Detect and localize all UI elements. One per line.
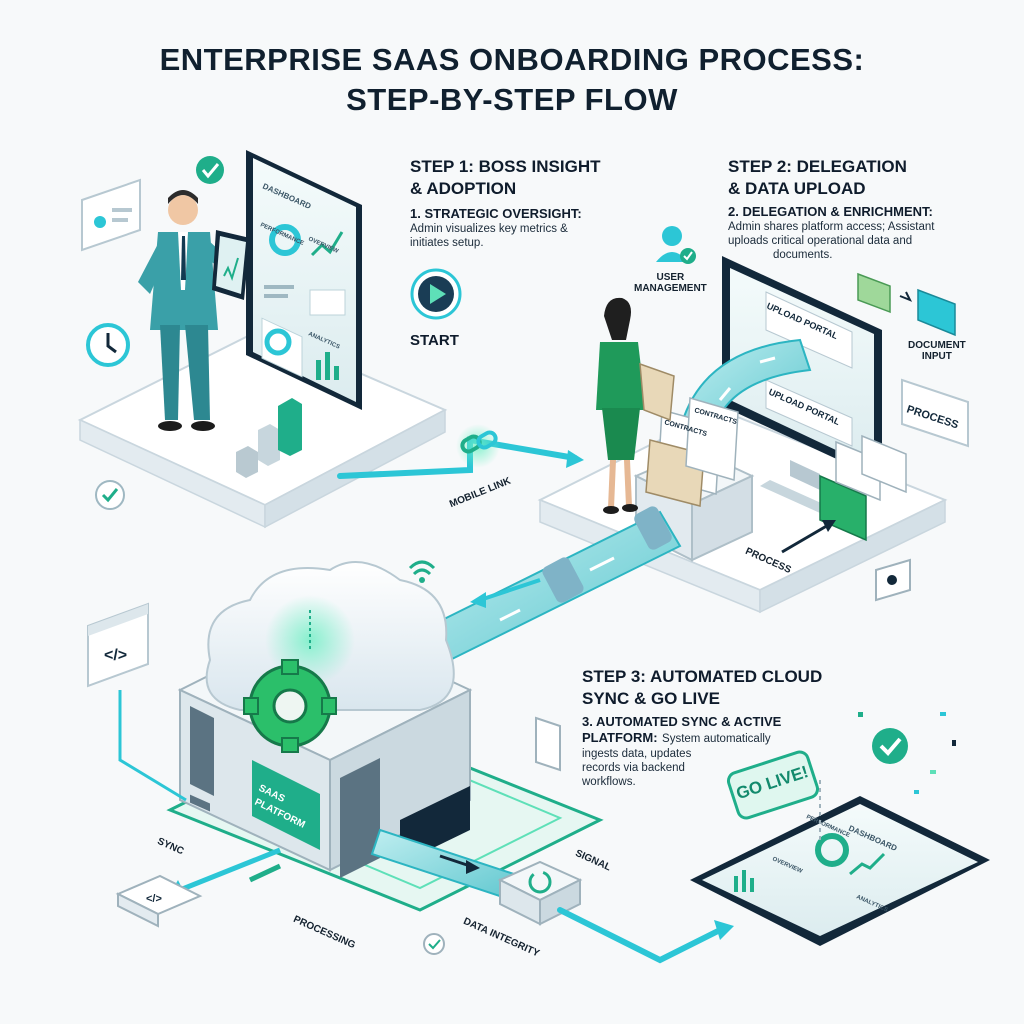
code-icon — [115, 874, 203, 928]
step2-desc-line-1: Admin shares platform access; Assistant — [728, 221, 935, 233]
step2-desc-line-2: uploads critical operational data and — [728, 235, 913, 247]
user-management-icon — [656, 226, 696, 264]
title-line-1: ENTERPRISE SAAS ONBOARDING PROCESS: — [159, 42, 865, 77]
step1-desc: Admin visualizes key metrics & initiates… — [410, 222, 568, 250]
step1-sub: 1. STRATEGIC OVERSIGHT: — [410, 206, 582, 221]
step2-heading-line-2: & DATA UPLOAD — [728, 179, 866, 198]
step2-sub: 2. DELEGATION & ENRICHMENT: — [728, 204, 933, 219]
step1-desc-line-2: initiates setup. — [410, 237, 484, 249]
check-small-icon-2 — [423, 933, 445, 955]
cloud-icon — [205, 561, 455, 711]
user-management-label-line-1: USER — [656, 272, 685, 283]
folder-icon — [857, 272, 956, 337]
play-icon[interactable] — [410, 268, 462, 320]
wifi-icon — [408, 560, 436, 583]
document-input-label: DOCUMENT INPUT — [908, 340, 966, 362]
go-live-arrow — [557, 907, 734, 964]
step3-desc-line-1: System automatically — [662, 733, 771, 745]
code-window-symbol: </> — [104, 647, 127, 664]
document-input-label-line-1: DOCUMENT — [908, 340, 966, 351]
go-live-check-icon — [872, 728, 908, 764]
page-title: ENTERPRISE SAAS ONBOARDING PROCESS: STEP… — [0, 40, 1024, 120]
step2-desc: Admin shares platform access; Assistant … — [728, 220, 1018, 262]
step2-heading: STEP 2: DELEGATION & DATA UPLOAD — [728, 156, 907, 200]
phone — [690, 796, 990, 946]
step2-desc-line-3: documents. — [773, 249, 833, 261]
step3-heading-line-2: SYNC & GO LIVE — [582, 689, 720, 708]
step2-heading-line-1: STEP 2: DELEGATION — [728, 157, 907, 176]
user-card-icon — [81, 178, 141, 252]
process-sign — [901, 378, 969, 448]
code-window-icon — [87, 602, 149, 688]
boss-figure — [138, 190, 250, 431]
confetti — [858, 712, 956, 794]
process-arrow — [781, 520, 836, 554]
user-management-label: USER MANAGEMENT — [634, 272, 707, 294]
step3-heading-line-1: STEP 3: AUTOMATED CLOUD — [582, 667, 823, 686]
server-block — [177, 618, 473, 878]
user-badge-icon — [875, 558, 911, 602]
step3-sub-line-1: 3. AUTOMATED SYNC & ACTIVE — [582, 714, 782, 729]
gear-icon — [243, 659, 337, 753]
check-small-icon — [95, 480, 125, 510]
step3-body: 3. AUTOMATED SYNC & ACTIVE PLATFORM: Sys… — [582, 714, 822, 789]
step3-heading: STEP 3: AUTOMATED CLOUD SYNC & GO LIVE — [582, 666, 822, 710]
clipboard-icon — [535, 716, 561, 772]
chain-link-icon — [456, 424, 500, 468]
step1-desc-line-1: Admin visualizes key metrics & — [410, 223, 568, 235]
refresh-icon — [497, 860, 583, 926]
document-input-label-line-2: INPUT — [921, 351, 952, 362]
clock-icon — [86, 323, 130, 367]
step1-heading: STEP 1: BOSS INSIGHT & ADOPTION — [410, 156, 601, 200]
user-management-label-line-2: MANAGEMENT — [634, 283, 707, 294]
step1-heading-line-1: STEP 1: BOSS INSIGHT — [410, 157, 601, 176]
code-connector — [118, 690, 187, 802]
step3-desc-line-3: records via backend — [582, 762, 685, 774]
step3-desc-line-2: ingests data, updates — [582, 748, 692, 760]
code-icon-symbol: </> — [146, 893, 162, 905]
title-line-2: STEP-BY-STEP FLOW — [346, 82, 678, 117]
check-icon — [196, 156, 224, 184]
start-label[interactable]: START — [410, 332, 459, 349]
big-tablet — [246, 150, 362, 410]
step1-heading-line-2: & ADOPTION — [410, 179, 517, 198]
bar-blocks — [236, 398, 302, 478]
assistant-figure — [596, 297, 675, 514]
return-arrow — [470, 578, 541, 608]
step3-sub-line-2: PLATFORM: — [582, 730, 658, 745]
step3-desc-line-4: workflows. — [582, 776, 636, 788]
